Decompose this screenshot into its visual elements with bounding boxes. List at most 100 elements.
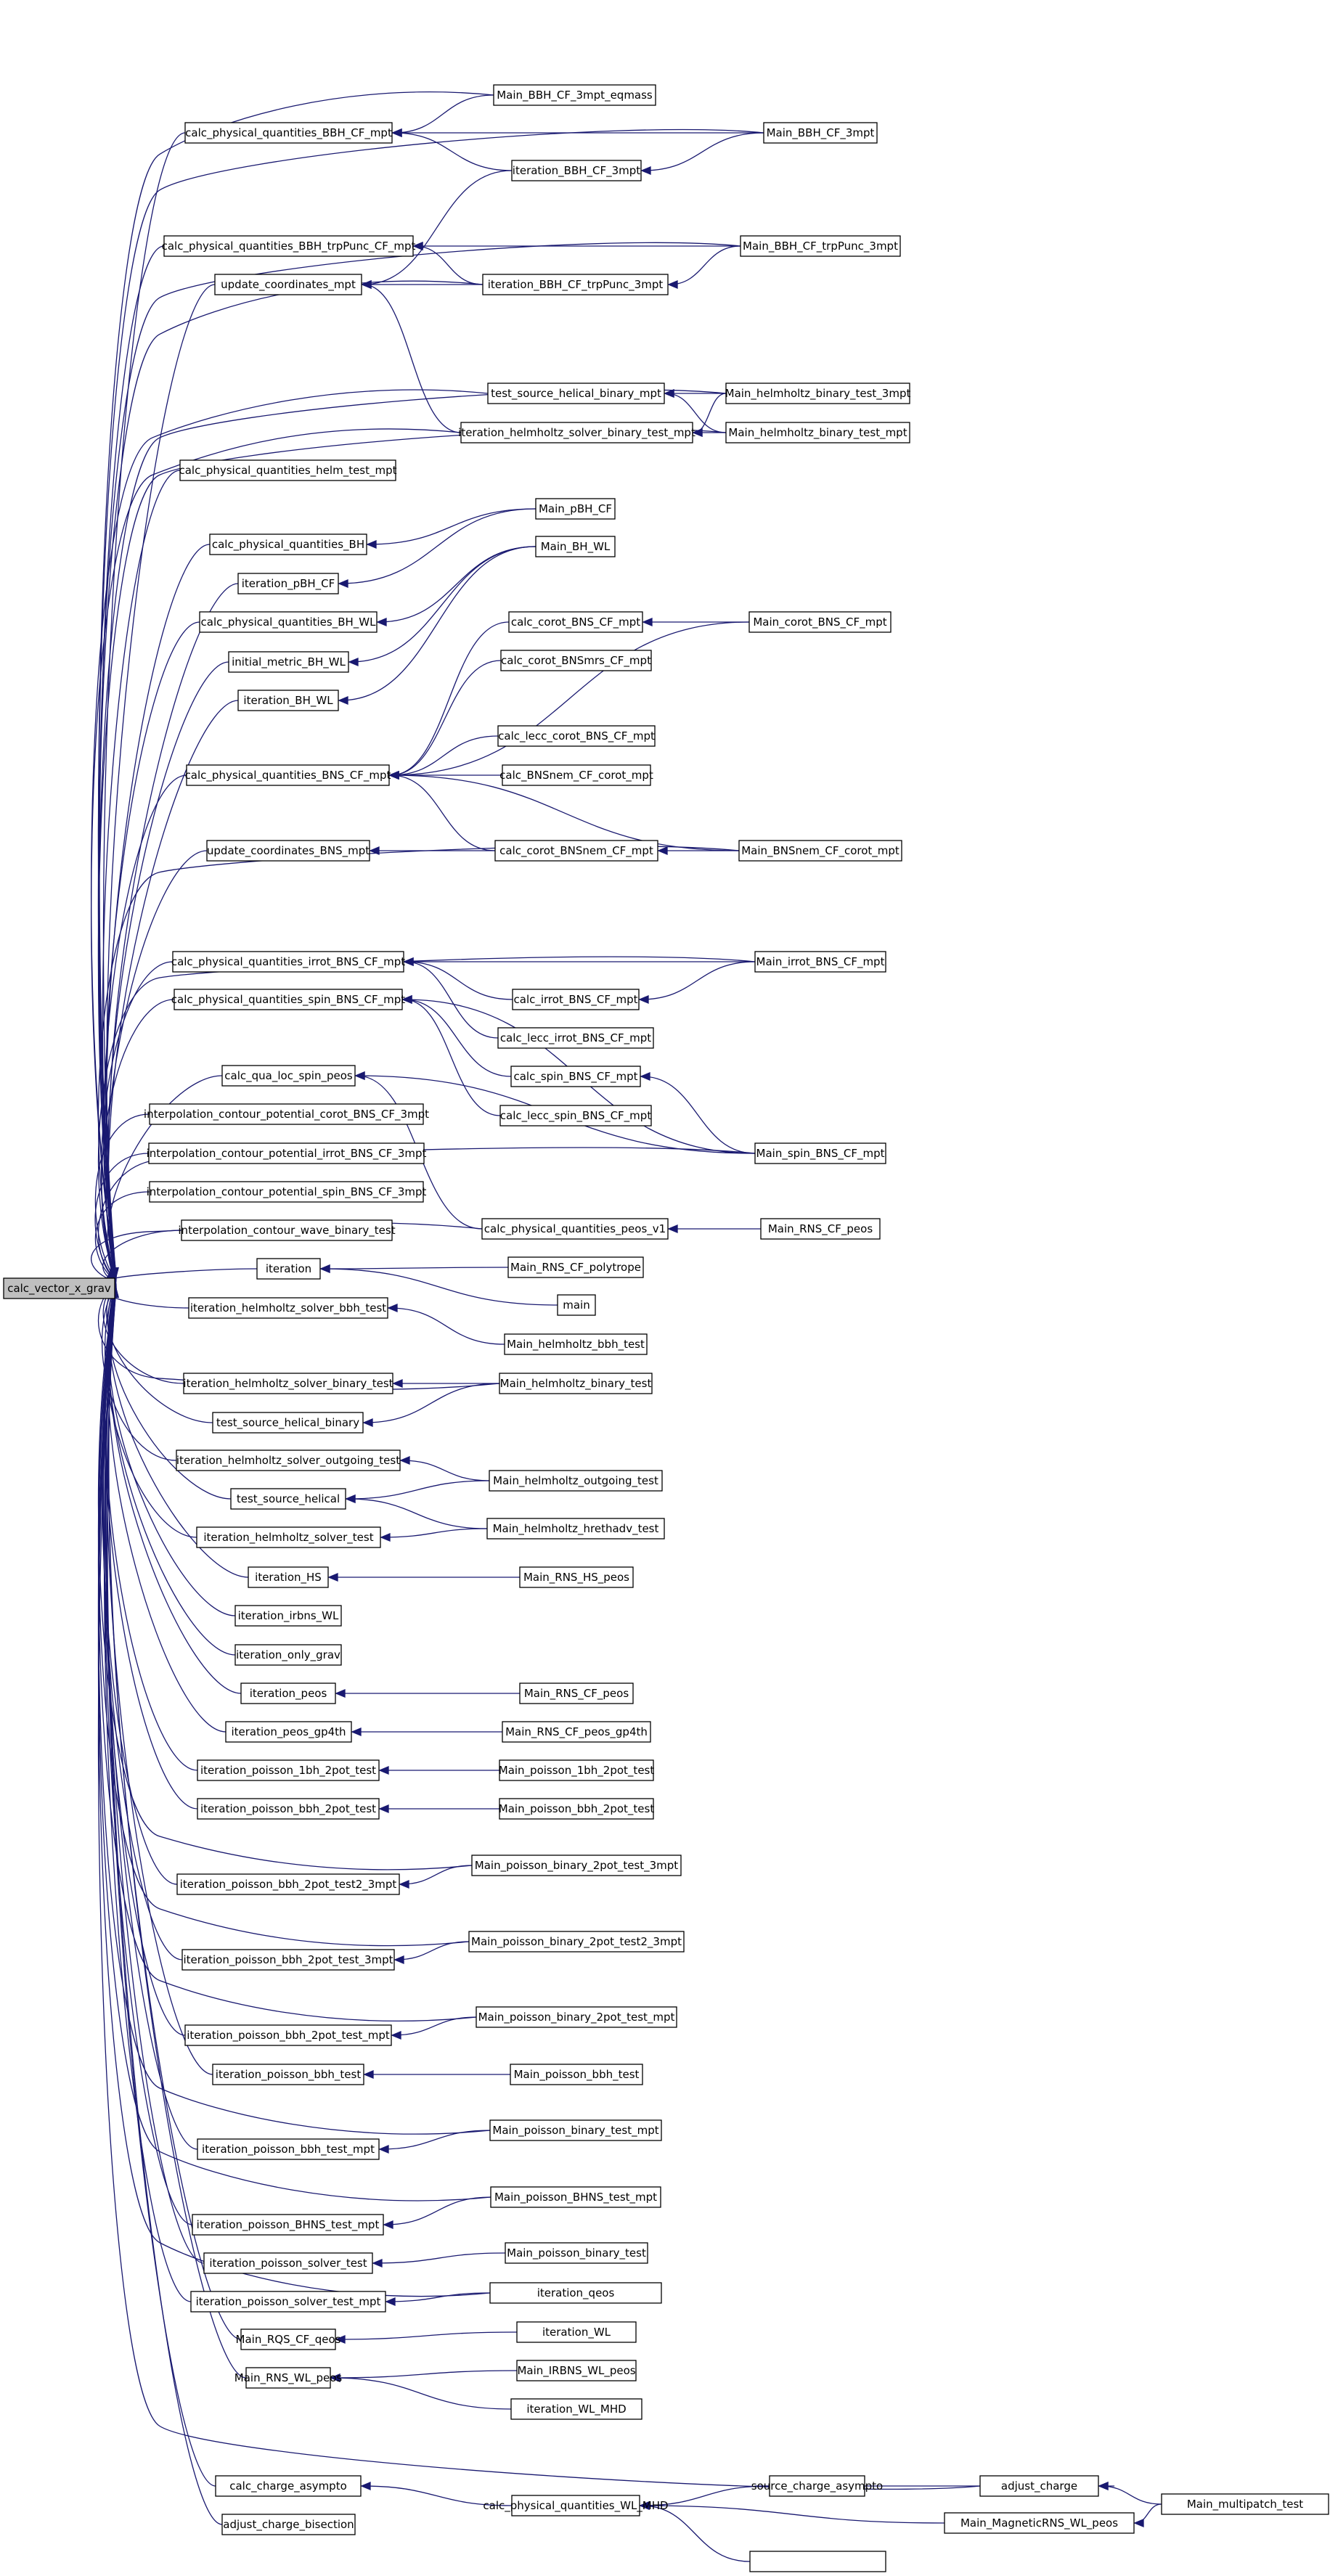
function-node[interactable]: iteration_poisson_1bh_2pot_test [197, 1759, 380, 1781]
function-node[interactable]: calc_physical_quantities_WL_MHD [483, 2495, 669, 2516]
function-node[interactable]: calc_physical_quantities_BH_WL [199, 611, 378, 633]
function-node[interactable]: adjust_charge [979, 2475, 1099, 2497]
function-node[interactable]: test_source_helical [230, 1488, 346, 1510]
function-node[interactable]: Main_poisson_binary_test_mpt [489, 2119, 662, 2141]
function-node[interactable]: iteration_poisson_bbh_2pot_test_3mpt [181, 1949, 395, 1971]
function-node[interactable]: test_source_helical_binary_mpt [487, 383, 665, 404]
function-node[interactable]: iteration_poisson_bbh_test_mpt [197, 2138, 380, 2160]
function-node[interactable]: initial_metric_BH_WL [228, 651, 349, 673]
function-node[interactable]: iteration_peos [240, 1682, 336, 1704]
function-node[interactable]: source_charge_asympto [751, 2475, 884, 2497]
function-node[interactable]: Main_helmholtz_hrethadv_test [486, 1518, 665, 1540]
function-node[interactable]: iteration_poisson_bbh_test [212, 2064, 364, 2085]
function-node[interactable]: test_source_helical_binary [212, 1412, 364, 1434]
function-node[interactable]: iteration_only_grav [234, 1644, 342, 1666]
function-node[interactable]: Main_helmholtz_binary_test_3mpt [725, 383, 911, 404]
function-node[interactable]: Main_poisson_BHNS_test_mpt [490, 2186, 661, 2208]
function-node[interactable]: iteration [256, 1258, 321, 1280]
function-node[interactable]: Main_poisson_bbh_test [510, 2064, 643, 2085]
function-node[interactable]: iteration_poisson_bbh_2pot_test2_3mpt [176, 1873, 400, 1895]
function-node[interactable]: update_coordinates_mpt [214, 274, 362, 295]
function-node[interactable]: Main_helmholtz_outgoing_test [489, 1470, 663, 1492]
function-node[interactable]: Main_irrot_BNS_CF_mpt [754, 951, 886, 973]
function-node[interactable]: iteration_irbns_WL [234, 1605, 342, 1627]
function-node[interactable]: calc_physical_quantities_spin_BNS_CF_mpt [171, 989, 405, 1010]
function-node[interactable]: calc_corot_BNSmrs_CF_mpt [500, 650, 652, 671]
function-node[interactable]: calc_physical_quantities_helm_test_mpt [179, 459, 397, 481]
function-node[interactable]: Main_poisson_binary_2pot_test_mpt [476, 2006, 677, 2028]
function-node[interactable]: calc_lecc_corot_BNS_CF_mpt [497, 725, 656, 747]
function-node[interactable]: iteration_helmholtz_solver_binary_test_m… [458, 422, 695, 443]
function-node[interactable]: iteration_peos_gp4th [225, 1721, 352, 1743]
function-node[interactable]: Main_RNS_CF_polytrope [507, 1256, 644, 1278]
function-node[interactable]: Main_helmholtz_bbh_test [504, 1333, 648, 1355]
function-node[interactable]: Main_RQS_CF_qeos [236, 2328, 341, 2350]
function-node[interactable]: calc_physical_quantities_irrot_BNS_CF_mp… [171, 951, 405, 973]
function-node[interactable]: Main_poisson_1bh_2pot_test [499, 1759, 655, 1781]
function-node[interactable]: calc_physical_quantities_BNS_CF_mpt [185, 764, 391, 786]
function-node[interactable]: interpolation_contour_potential_spin_BNS… [147, 1181, 427, 1203]
function-node[interactable]: Main_poisson_binary_2pot_test2_3mpt [468, 1931, 685, 1953]
function-node[interactable]: Main_corot_BNS_CF_mpt [748, 611, 892, 633]
function-node[interactable]: Main_helmholtz_binary_test_mpt [725, 422, 910, 443]
function-node[interactable]: interpolation_contour_potential_corot_BN… [144, 1103, 429, 1125]
function-node[interactable]: Main_BBH_CF_3mpt_eqmass [493, 84, 656, 106]
function-node[interactable]: iteration_poisson_BHNS_test_mpt [192, 2214, 384, 2236]
function-node[interactable]: calc_physical_quantities_BBH_trpPunc_CF_… [162, 235, 416, 257]
function-node[interactable]: calc_spin_BNS_CF_mpt [510, 1066, 641, 1087]
function-node[interactable]: calc_lecc_irrot_BNS_CF_mpt [497, 1027, 654, 1049]
function-node[interactable]: Main_BBH_CF_trpPunc_3mpt [740, 235, 901, 257]
function-node[interactable]: iteration_poisson_solver_test [203, 2252, 373, 2274]
function-node[interactable]: iteration_WL [516, 2321, 637, 2343]
function-node[interactable]: Main_poisson_binary_test [505, 2242, 648, 2264]
function-node[interactable]: iteration_helmholtz_solver_binary_test [183, 1373, 393, 1394]
function-node[interactable]: Main_RNS_CF_peos [519, 1682, 634, 1704]
function-node[interactable]: Main_BH_WL [535, 536, 616, 557]
function-node[interactable]: Main_RNS_HS_peos [519, 1566, 634, 1588]
function-node[interactable]: iteration_qeos [489, 2282, 662, 2304]
function-node[interactable]: Main_RNS_CF_peos [760, 1218, 881, 1240]
function-node[interactable]: iteration_HS [248, 1566, 329, 1588]
function-node[interactable]: update_coordinates_BNS_mpt [206, 840, 370, 862]
function-node[interactable]: iteration_poisson_bbh_2pot_test [197, 1798, 380, 1820]
function-node[interactable]: Main_BNSnem_CF_corot_mpt [738, 840, 902, 862]
function-node[interactable]: Main_IRBNS_WL_peos [516, 2360, 637, 2381]
function-node[interactable]: calc_irrot_BNS_CF_mpt [512, 989, 640, 1010]
function-node[interactable]: calc_charge_asympto [215, 2475, 362, 2497]
function-node[interactable]: Main_poisson_binary_2pot_test_3mpt [471, 1855, 682, 1876]
function-node[interactable]: adjust_charge_bisection [221, 2514, 356, 2535]
function-node[interactable]: calc_physical_quantities_BBH_CF_mpt [184, 122, 393, 144]
function-node[interactable]: iteration_poisson_bbh_2pot_test_mpt [184, 2024, 392, 2046]
function-node[interactable]: iteration_helmholtz_solver_test [196, 1526, 381, 1548]
function-node[interactable]: Main_spin_BNS_CF_mpt [754, 1142, 886, 1164]
function-node[interactable]: calc_physical_quantities_peos_v1 [481, 1218, 669, 1240]
function-node[interactable]: Main_RNS_CF_peos_gp4th [502, 1721, 651, 1743]
function-node[interactable]: Main_helmholtz_binary_test [499, 1373, 653, 1394]
function-node[interactable]: Main_BBH_CF_3mpt [763, 122, 878, 144]
function-node[interactable]: iteration_poisson_solver_test_mpt [190, 2291, 386, 2313]
function-node[interactable]: calc_corot_BNS_CF_mpt [508, 611, 643, 633]
function-node[interactable]: Main_RNS_WL_peos [234, 2367, 343, 2389]
call-edge-line [339, 508, 537, 584]
function-node[interactable]: iteration_WL_MHD [510, 2398, 642, 2420]
root-function-node[interactable]: calc_vector_x_grav [3, 1277, 115, 1299]
function-node[interactable]: calc_BNSnem_CF_corot_mpt [499, 764, 653, 786]
function-node[interactable]: Main_pBH_CF [535, 498, 616, 520]
function-node[interactable]: iteration_pBH_CF [237, 573, 339, 594]
function-node[interactable]: interpolation_contour_wave_binary_test [178, 1219, 396, 1241]
function-node[interactable]: calc_corot_BNSnem_CF_mpt [494, 840, 658, 862]
function-node[interactable]: main [557, 1294, 596, 1316]
function-node[interactable]: iteration_BBH_CF_3mpt [511, 160, 642, 181]
function-node[interactable]: Main_MagneticRNS_WL_peos [944, 2512, 1135, 2534]
function-node[interactable]: iteration_BBH_CF_trpPunc_3mpt [482, 274, 669, 295]
function-node[interactable]: calc_qua_loc_spin_peos [221, 1065, 356, 1087]
function-node[interactable]: Main_poisson_bbh_2pot_test [499, 1798, 655, 1820]
function-node[interactable]: iteration_helmholtz_solver_outgoing_test [176, 1449, 401, 1471]
function-node[interactable]: Main_multipatch_test [1161, 2493, 1329, 2515]
function-node[interactable]: iteration_BH_WL [237, 690, 339, 711]
function-node[interactable]: calc_lecc_spin_BNS_CF_mpt [499, 1105, 652, 1127]
function-node[interactable]: calc_physical_quantities_BH [209, 533, 367, 555]
function-node[interactable]: interpolation_contour_potential_irrot_BN… [147, 1142, 427, 1164]
function-node[interactable]: iteration_helmholtz_solver_bbh_test [188, 1297, 388, 1319]
function-node[interactable] [749, 2551, 886, 2572]
